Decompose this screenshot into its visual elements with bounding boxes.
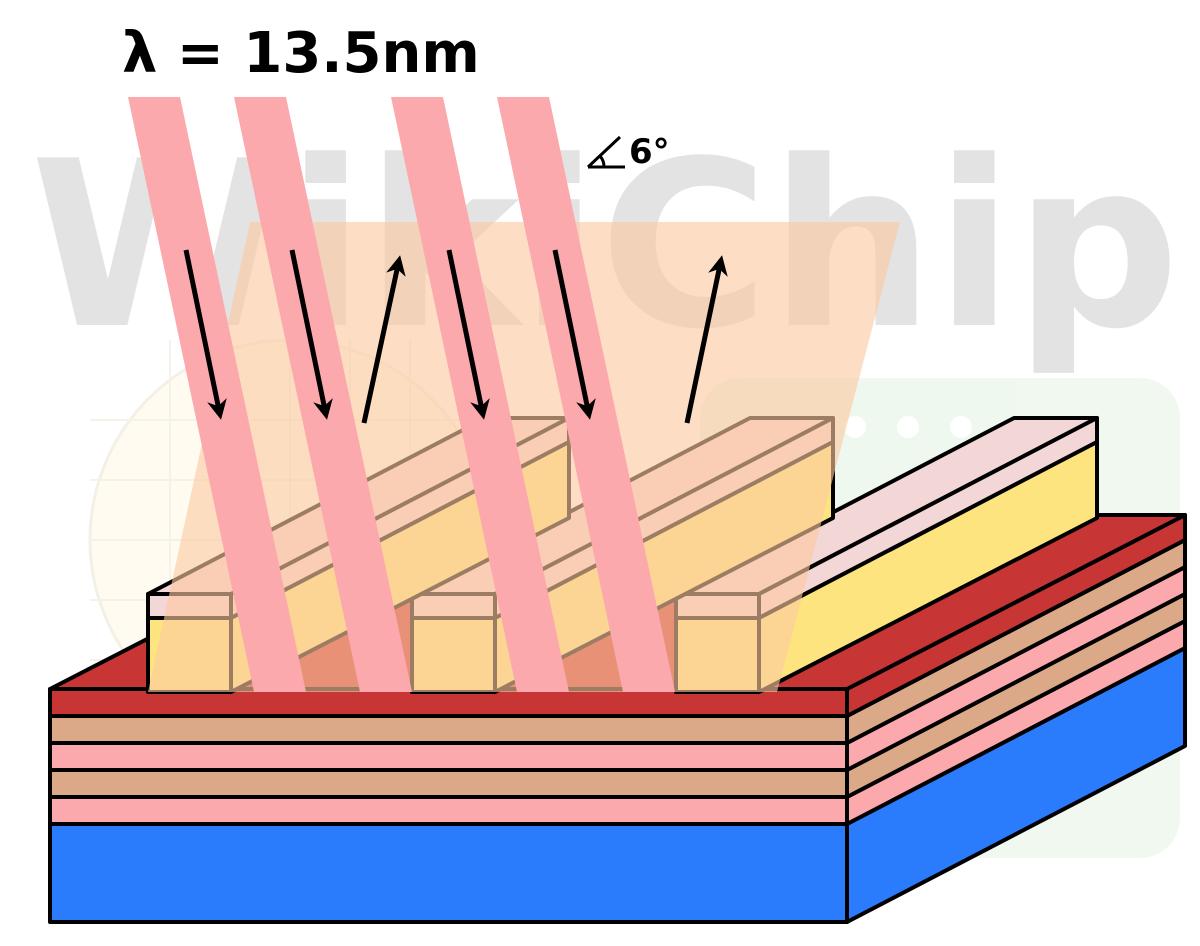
arrow-down-icon: [289, 249, 333, 420]
arrow-down-icon: [446, 249, 490, 420]
multilayer-2-front: [48, 768, 849, 799]
multilayer-3-front: [48, 741, 849, 772]
ray-arrows: [183, 249, 728, 424]
arrow-down-icon: [552, 249, 596, 420]
arrow-up-icon: [361, 255, 406, 424]
angle-label: 6°: [629, 132, 670, 172]
multilayer-4-front: [48, 714, 849, 745]
angle-icon: [586, 135, 625, 169]
incidence-angle: 6°: [586, 132, 670, 172]
multilayer-1-front: [48, 795, 849, 826]
wavelength-label: λ = 13.5nm: [122, 21, 480, 86]
arrow-up-icon: [684, 255, 728, 424]
arrow-down-icon: [183, 249, 227, 420]
substrate-front: [48, 822, 849, 924]
